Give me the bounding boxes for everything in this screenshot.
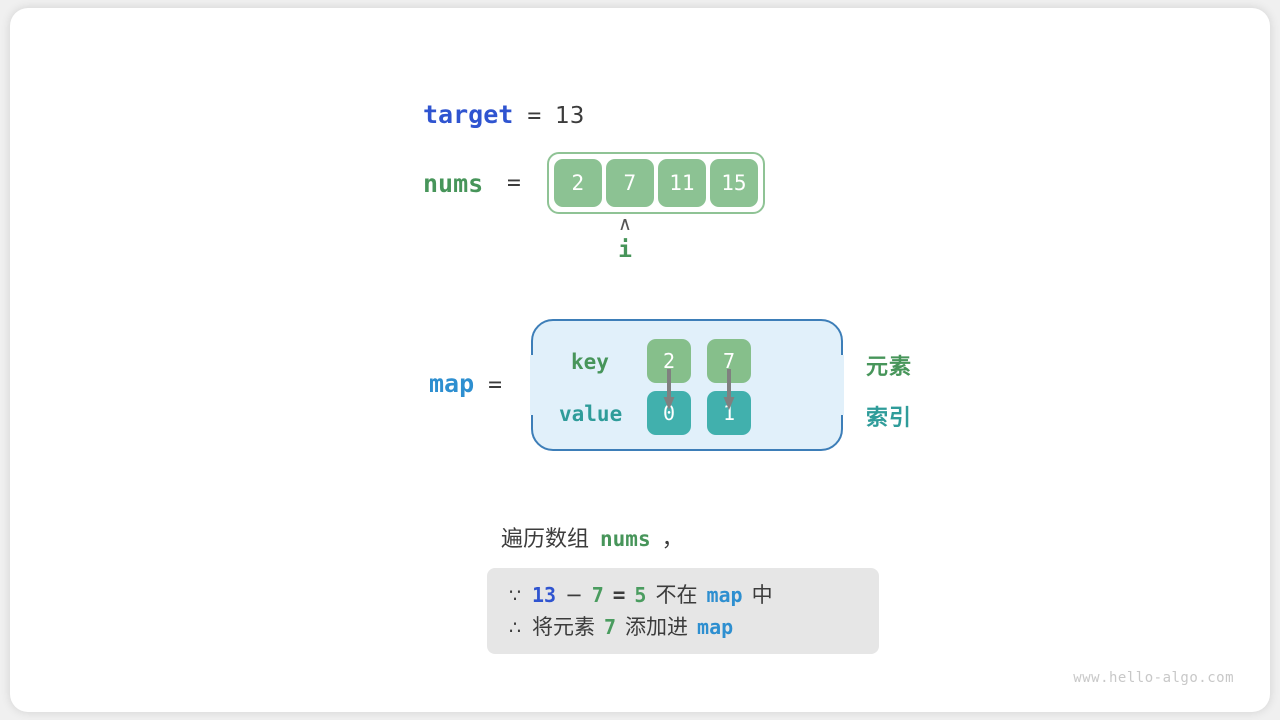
nums-equals: = — [507, 170, 521, 196]
caption-text-after: ， — [661, 527, 684, 552]
expl1-target: 13 — [532, 583, 557, 607]
key-to-value-arrow-icon — [663, 369, 675, 410]
target-label: target — [423, 100, 514, 129]
expl1-tail-text: 中 — [751, 583, 773, 607]
map-label: map — [429, 369, 475, 398]
map-row-label: map = — [429, 369, 502, 398]
expl2-number: 7 — [604, 615, 617, 639]
map-grid: key value 2 7 0 1 — [533, 321, 841, 449]
key-to-value-arrow-icon — [723, 369, 735, 410]
expl1-result: 5 — [634, 583, 647, 607]
expl1-middle-text: 不在 — [655, 583, 698, 607]
pointer-label: i — [618, 237, 632, 263]
watermark: www.hello-algo.com — [1073, 670, 1234, 686]
map-container: key value 2 7 0 1 — [530, 319, 844, 451]
nums-array: 2 7 11 15 — [546, 152, 765, 214]
map-value-cell: 0 — [647, 391, 691, 435]
expl2-map: map — [697, 615, 734, 639]
map-value-cell: 1 — [707, 391, 751, 435]
expl1-minus: − — [565, 583, 583, 607]
because-symbol: ∵ — [509, 585, 522, 607]
target-row: target = 13 — [423, 100, 584, 129]
nums-label: nums — [423, 168, 484, 198]
caret-icon: ∧ — [618, 213, 632, 235]
array-cell: 2 — [553, 159, 602, 207]
therefore-symbol: ∴ — [509, 617, 522, 639]
map-value-row-label: value — [559, 402, 623, 426]
map-equals: = — [488, 372, 503, 398]
expl1-equals: = — [612, 583, 626, 607]
expl2-middle-text: 添加进 — [625, 615, 689, 639]
expl2-lead-text: 将元素 — [532, 615, 595, 639]
index-pointer: ∧ i — [602, 213, 648, 265]
figure-card: target = 13 nums = 2 7 11 15 ∧ i map = — [10, 8, 1270, 712]
explanation-box: ∵ 13 − 7 = 5 不在 map 中 ∴ 将元素 7 添加进 map — [487, 568, 879, 654]
explanation-line-2: ∴ 将元素 7 添加进 map — [509, 611, 857, 643]
caption-text-before: 遍历数组 — [501, 527, 590, 552]
nums-row: nums = 2 7 11 15 — [423, 152, 765, 214]
target-equals: = — [527, 103, 542, 129]
expl1-map: map — [706, 583, 743, 607]
map-value-annotation: 索引 — [866, 406, 913, 431]
map-key-row-label: key — [571, 350, 609, 374]
map-key-annotation: 元素 — [866, 355, 913, 380]
array-cell: 11 — [657, 159, 706, 207]
caption-keyword: nums — [600, 527, 651, 551]
explanation-line-1: ∵ 13 − 7 = 5 不在 map 中 — [509, 579, 857, 611]
target-value: 13 — [555, 103, 585, 129]
caption: 遍历数组 nums ， — [501, 521, 684, 553]
array-cell: 7 — [605, 159, 654, 207]
array-cell: 15 — [709, 159, 758, 207]
expl1-current: 7 — [591, 583, 604, 607]
